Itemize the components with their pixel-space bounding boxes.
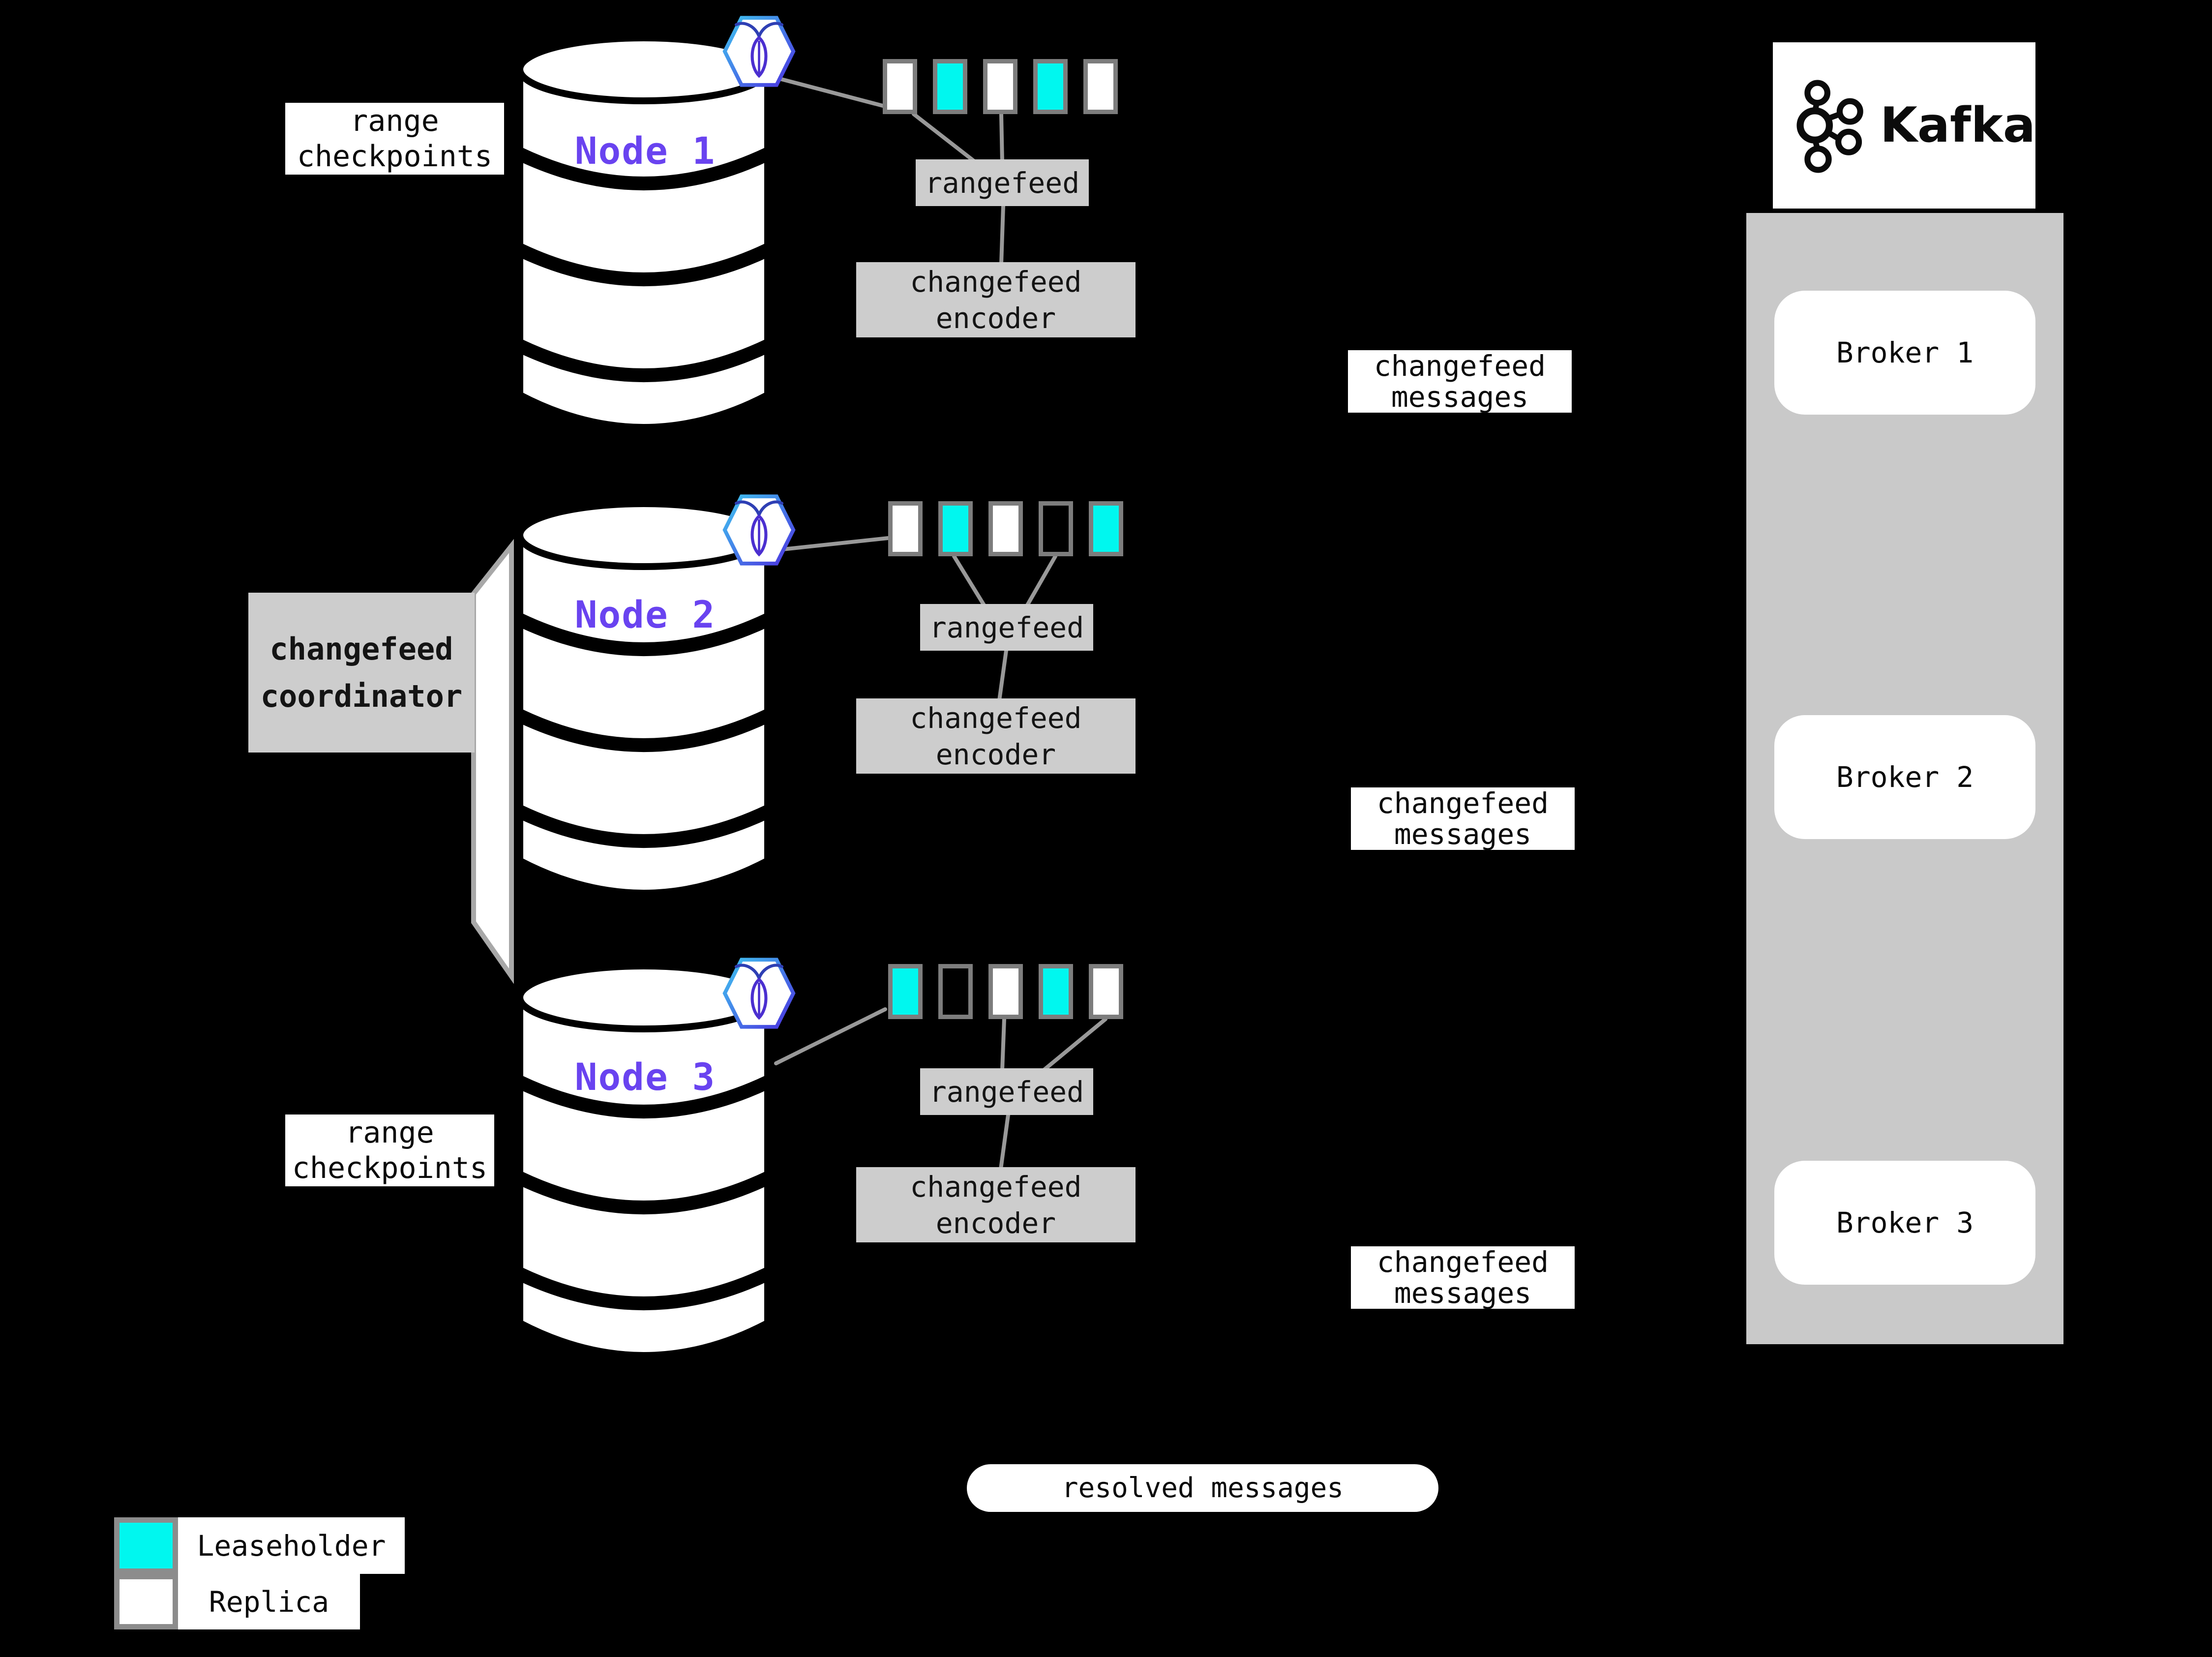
range-rect: [1039, 964, 1073, 1019]
node3-label: Node 3: [574, 1055, 716, 1099]
wire-range-to-rangefeed-2b: [1025, 554, 1057, 608]
kafka-logo-text: Kafka: [1880, 97, 2035, 153]
encoder-label: changefeed encoder: [910, 701, 1082, 771]
range-rect: [1033, 59, 1068, 114]
broker-label: Broker 1: [1836, 336, 1974, 369]
legend-leaseholder-swatch: [114, 1517, 178, 1574]
range-rect: [1083, 59, 1118, 114]
node1-changefeed-encoder-box: changefeed encoder: [856, 262, 1136, 337]
kafka-logo-box: Kafka: [1773, 42, 2035, 209]
wire-rangefeed-to-encoder-3: [999, 1113, 1010, 1171]
changefeed-coordinator-box: changefeed coordinator: [248, 593, 475, 753]
changefeed-messages-label-1: changefeed messages: [1348, 350, 1572, 413]
legend-leaseholder-label: Leaseholder: [178, 1517, 405, 1574]
wire-rangefeed-to-encoder-1: [999, 204, 1005, 266]
wire-range-to-rangefeed-3a: [1000, 1017, 1006, 1072]
kafka-broker-1: Broker 1: [1774, 291, 2035, 415]
node3-database-cylinder: [516, 963, 771, 1359]
range-rect: [1039, 501, 1073, 556]
arrowhead-into-coordinator: [232, 663, 248, 680]
node1-database-cylinder: [516, 34, 771, 431]
node3-rangefeed-box: rangefeed: [920, 1068, 1093, 1115]
node1-range-row: [883, 59, 1118, 114]
wire-node2-to-ranges: [776, 536, 890, 552]
rangefeed-label: rangefeed: [929, 1075, 1084, 1109]
range-rect: [988, 501, 1023, 556]
kafka-icon: [1796, 80, 1863, 173]
arrowhead-into-broker-1: [2063, 336, 2085, 358]
range-rect: [888, 501, 923, 556]
broker-label: Broker 3: [1836, 1206, 1974, 1239]
range-checkpoints-text: range checkpoints: [297, 104, 493, 174]
changefeed-messages-label-2: changefeed messages: [1351, 787, 1575, 850]
cockroachdb-logo-icon: [721, 13, 797, 90]
kafka-broker-3: Broker 3: [1774, 1161, 2035, 1285]
range-rect: [933, 59, 967, 114]
cockroachdb-logo-icon: [721, 955, 797, 1031]
node2-database-cylinder: [516, 500, 771, 897]
changefeed-messages-label-3: changefeed messages: [1351, 1246, 1575, 1309]
wire-range-to-rangefeed-1a: [912, 112, 978, 164]
node3-changefeed-encoder-box: changefeed encoder: [856, 1167, 1136, 1242]
wire-node1-to-ranges: [777, 77, 885, 108]
wire-rangefeed-to-encoder-2: [997, 649, 1008, 702]
range-rect: [1089, 501, 1123, 556]
node3-range-row: [888, 964, 1123, 1019]
wire-range-to-rangefeed-2a: [952, 554, 986, 608]
messages-label: changefeed messages: [1376, 1245, 1549, 1310]
resolved-messages-text: resolved messages: [1061, 1472, 1344, 1504]
range-rect: [1089, 964, 1123, 1019]
cockroachdb-logo-icon: [721, 492, 797, 568]
node2-label: Node 2: [574, 593, 716, 636]
range-rect: [938, 501, 973, 556]
resolved-messages-pill: resolved messages: [967, 1464, 1438, 1512]
node2-rangefeed-box: rangefeed: [920, 604, 1093, 651]
kafka-broker-2: Broker 2: [1774, 715, 2035, 839]
node1-label: Node 1: [574, 129, 716, 173]
legend-label-text: Leaseholder: [197, 1529, 386, 1563]
range-rect: [883, 59, 917, 114]
rangefeed-label: rangefeed: [925, 166, 1080, 200]
node2-range-row: [888, 501, 1123, 556]
range-rect: [888, 964, 923, 1019]
messages-label: changefeed messages: [1376, 786, 1549, 851]
wire-range-to-rangefeed-1b: [999, 112, 1004, 164]
legend-replica-swatch: [114, 1574, 178, 1629]
arrow-tick-coordinator: [282, 751, 286, 761]
node2-changefeed-encoder-box: changefeed encoder: [856, 698, 1136, 774]
broker-label: Broker 2: [1836, 760, 1974, 794]
rangefeed-label: rangefeed: [929, 610, 1084, 644]
range-rect: [983, 59, 1017, 114]
coordinator-label: changefeed coordinator: [260, 631, 463, 714]
encoder-label: changefeed encoder: [910, 1170, 1082, 1240]
node1-rangefeed-box: rangefeed: [916, 159, 1089, 206]
range-checkpoints-label-top: range checkpoints: [285, 103, 504, 175]
range-checkpoints-label-bottom: range checkpoints: [285, 1115, 494, 1186]
encoder-label: changefeed encoder: [910, 265, 1082, 335]
coordinator-flag-shape: [471, 539, 514, 984]
range-checkpoints-text: range checkpoints: [292, 1115, 488, 1185]
range-rect: [988, 964, 1023, 1019]
range-rect: [938, 964, 973, 1019]
messages-label: changefeed messages: [1374, 349, 1546, 414]
wire-node3-to-ranges: [774, 1007, 887, 1065]
legend-replica-label: Replica: [178, 1574, 360, 1629]
legend-label-text: Replica: [209, 1585, 329, 1619]
wire-range-to-rangefeed-3b: [1042, 1017, 1107, 1072]
